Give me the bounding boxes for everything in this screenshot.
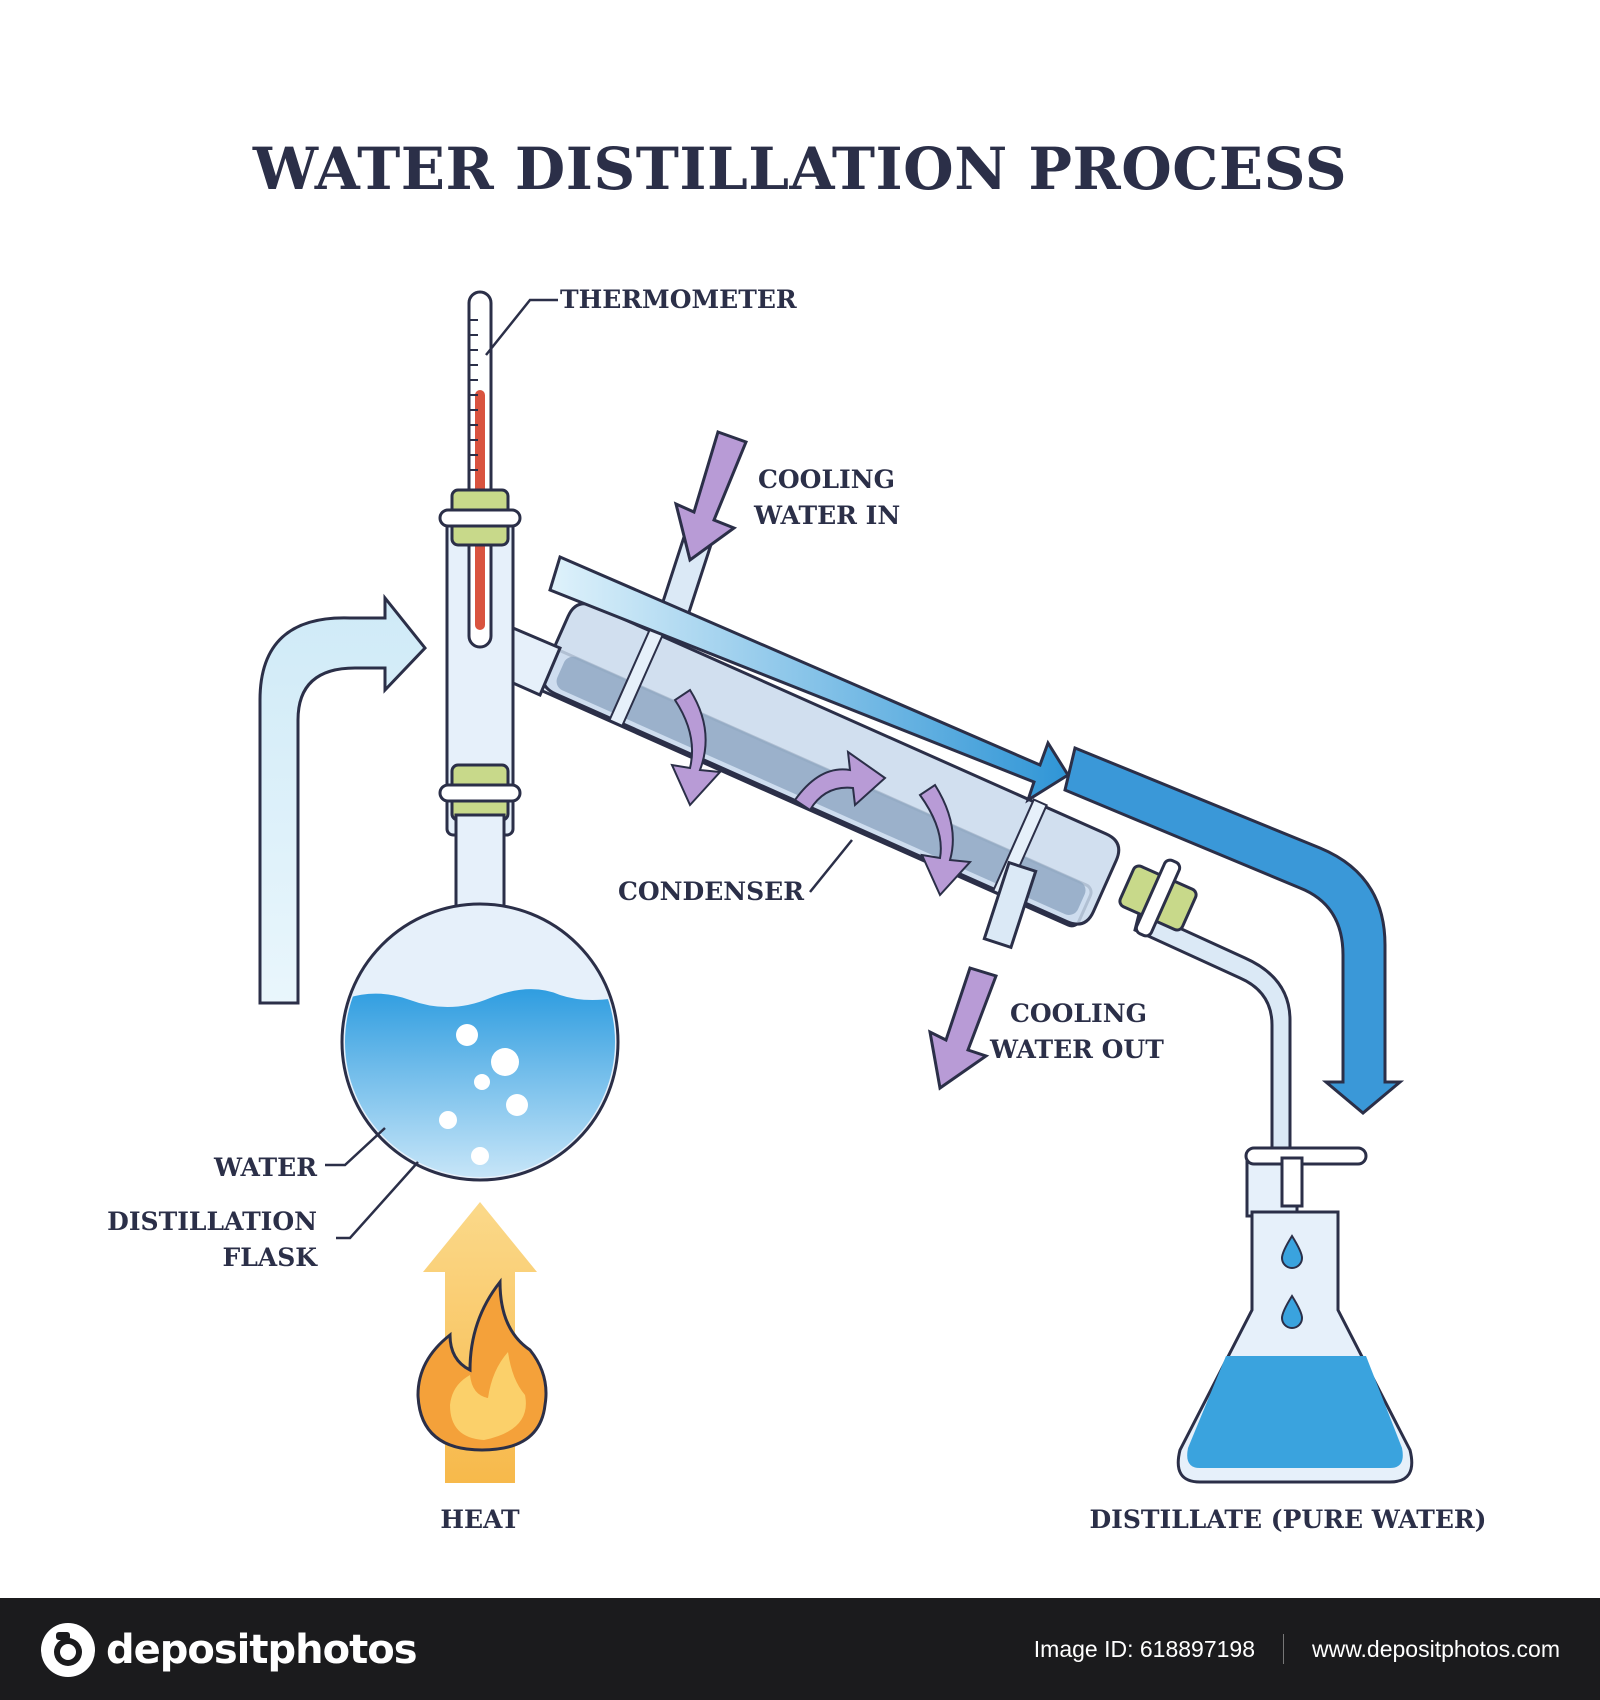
- label-cooling-out-1: COOLING: [1010, 999, 1147, 1028]
- receiving-flask: [1176, 1146, 1414, 1484]
- leader-lines: [325, 298, 853, 1240]
- distillation-flask: [340, 813, 620, 1182]
- label-heat: HEAT: [440, 1505, 520, 1534]
- vapor-arrow: [258, 593, 427, 1005]
- label-distillate: DISTILLATE (PURE WATER): [1089, 1505, 1486, 1534]
- brand-logo[interactable]: depositphotos: [40, 1622, 418, 1678]
- top-clamp: [438, 488, 522, 547]
- cooling-water-in-arrow: [673, 430, 748, 563]
- label-cooling-out-2: WATER OUT: [989, 1035, 1164, 1064]
- vapor-flow-arrow: [548, 554, 1071, 804]
- cooling-water-out-arrow: [927, 966, 998, 1091]
- label-flask-1: DISTILLATION: [107, 1207, 317, 1236]
- footer-meta: Image ID: 618897198 www.depositphotos.co…: [1034, 1634, 1560, 1664]
- label-cooling-in-1: COOLING: [758, 465, 895, 494]
- flame-icon: [416, 1277, 548, 1452]
- distillate-flow-arrow: [1063, 745, 1405, 1115]
- bottom-clamp: [438, 763, 522, 822]
- thermometer-icon: [467, 290, 493, 649]
- label-cooling-in-2: WATER IN: [753, 501, 900, 530]
- image-id: Image ID: 618897198: [1033, 1635, 1255, 1662]
- footer-separator: [1282, 1634, 1284, 1664]
- footer-bar: depositphotos Image ID: 618897198 www.de…: [0, 1598, 1600, 1700]
- page-title: WATER DISTILLATION PROCESS: [252, 135, 1348, 203]
- brand-name: depositphotos: [106, 1627, 418, 1673]
- label-flask-2: FLASK: [222, 1243, 318, 1272]
- label-water: WATER: [213, 1153, 317, 1182]
- camera-logo-icon: [41, 1623, 95, 1677]
- label-condenser: CONDENSER: [618, 877, 804, 906]
- site-link[interactable]: www.depositphotos.com: [1311, 1635, 1560, 1662]
- condenser: [492, 535, 1292, 1207]
- label-thermometer: THERMOMETER: [560, 285, 797, 314]
